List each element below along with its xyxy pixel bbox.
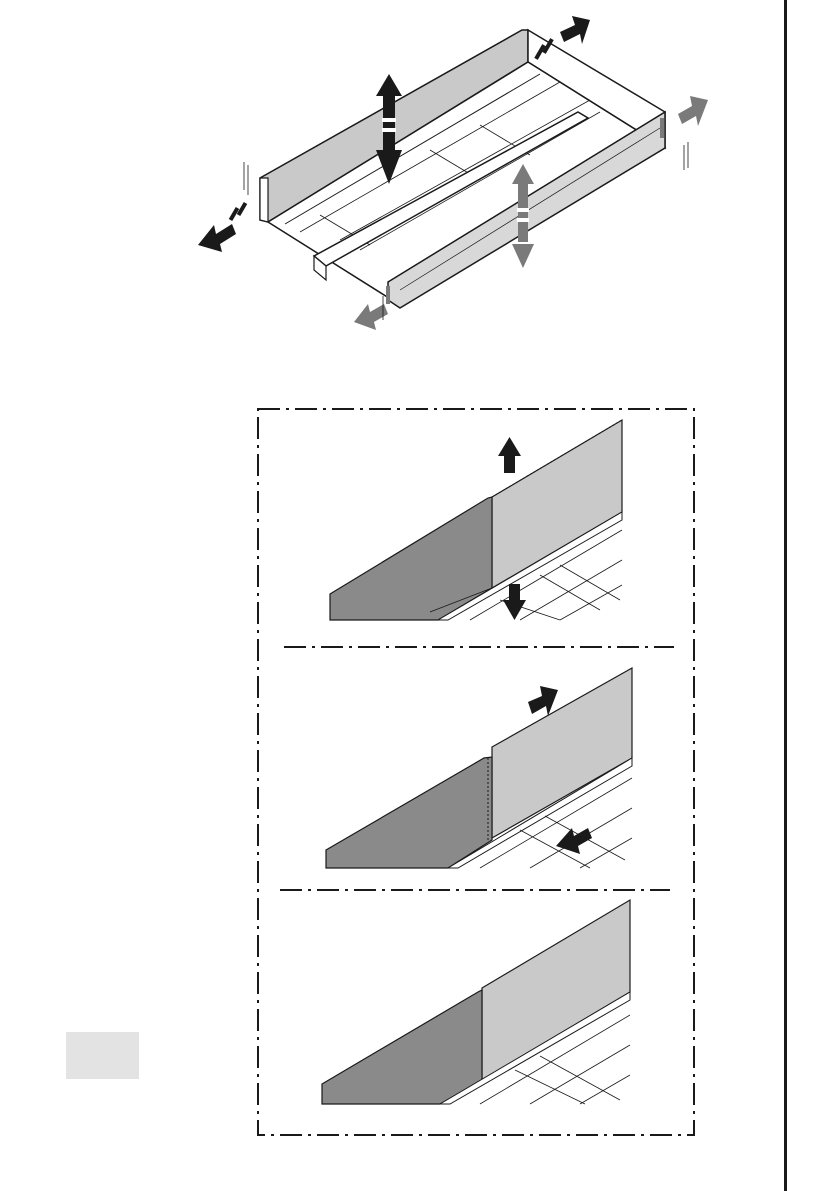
up-arrow-icon xyxy=(498,437,521,473)
down-arrow-icon xyxy=(503,584,526,620)
detail-step-3 xyxy=(322,900,630,1104)
slide-arrow-icon xyxy=(528,686,558,716)
detail-step-1 xyxy=(330,420,622,620)
detail-step-2 xyxy=(326,668,632,868)
page-tab xyxy=(66,1032,139,1079)
